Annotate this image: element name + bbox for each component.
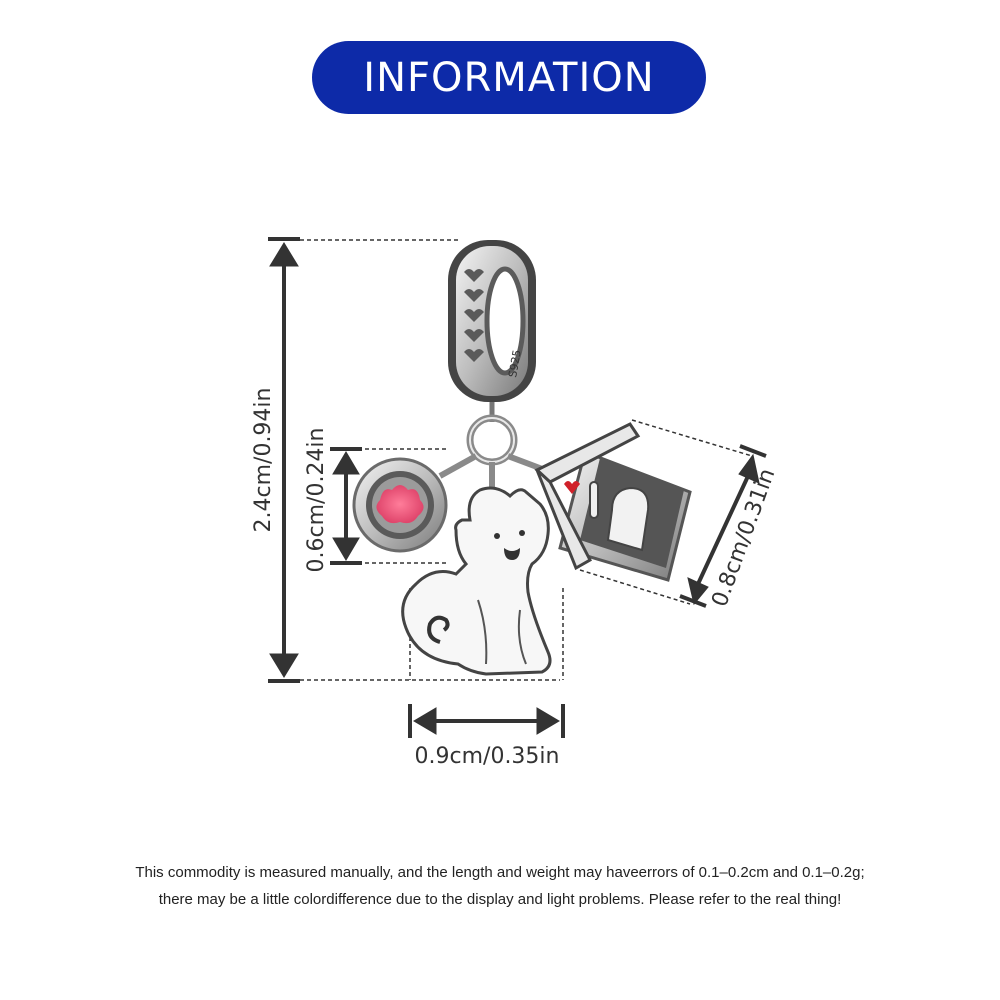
charm-height-label: 0.6cm/0.24in xyxy=(304,428,329,573)
paw-charm xyxy=(352,457,448,553)
dog-charm xyxy=(401,486,552,676)
disclaimer-line-2: there may be a little colordifference du… xyxy=(158,891,842,908)
banner-title: INFORMATION xyxy=(363,54,655,101)
s925-stamp: S925 xyxy=(506,349,524,379)
bail-bead: S925 xyxy=(448,240,536,402)
disclaimer-line-1: This commodity is measured manually, and… xyxy=(135,864,865,881)
total-height-label: 2.4cm/0.94in xyxy=(251,388,276,533)
dog-width-label: 0.9cm/0.35in xyxy=(415,744,560,769)
doghouse-charm xyxy=(534,422,692,582)
information-banner: INFORMATION xyxy=(312,41,706,114)
charm-illustration: S925 xyxy=(352,240,692,676)
